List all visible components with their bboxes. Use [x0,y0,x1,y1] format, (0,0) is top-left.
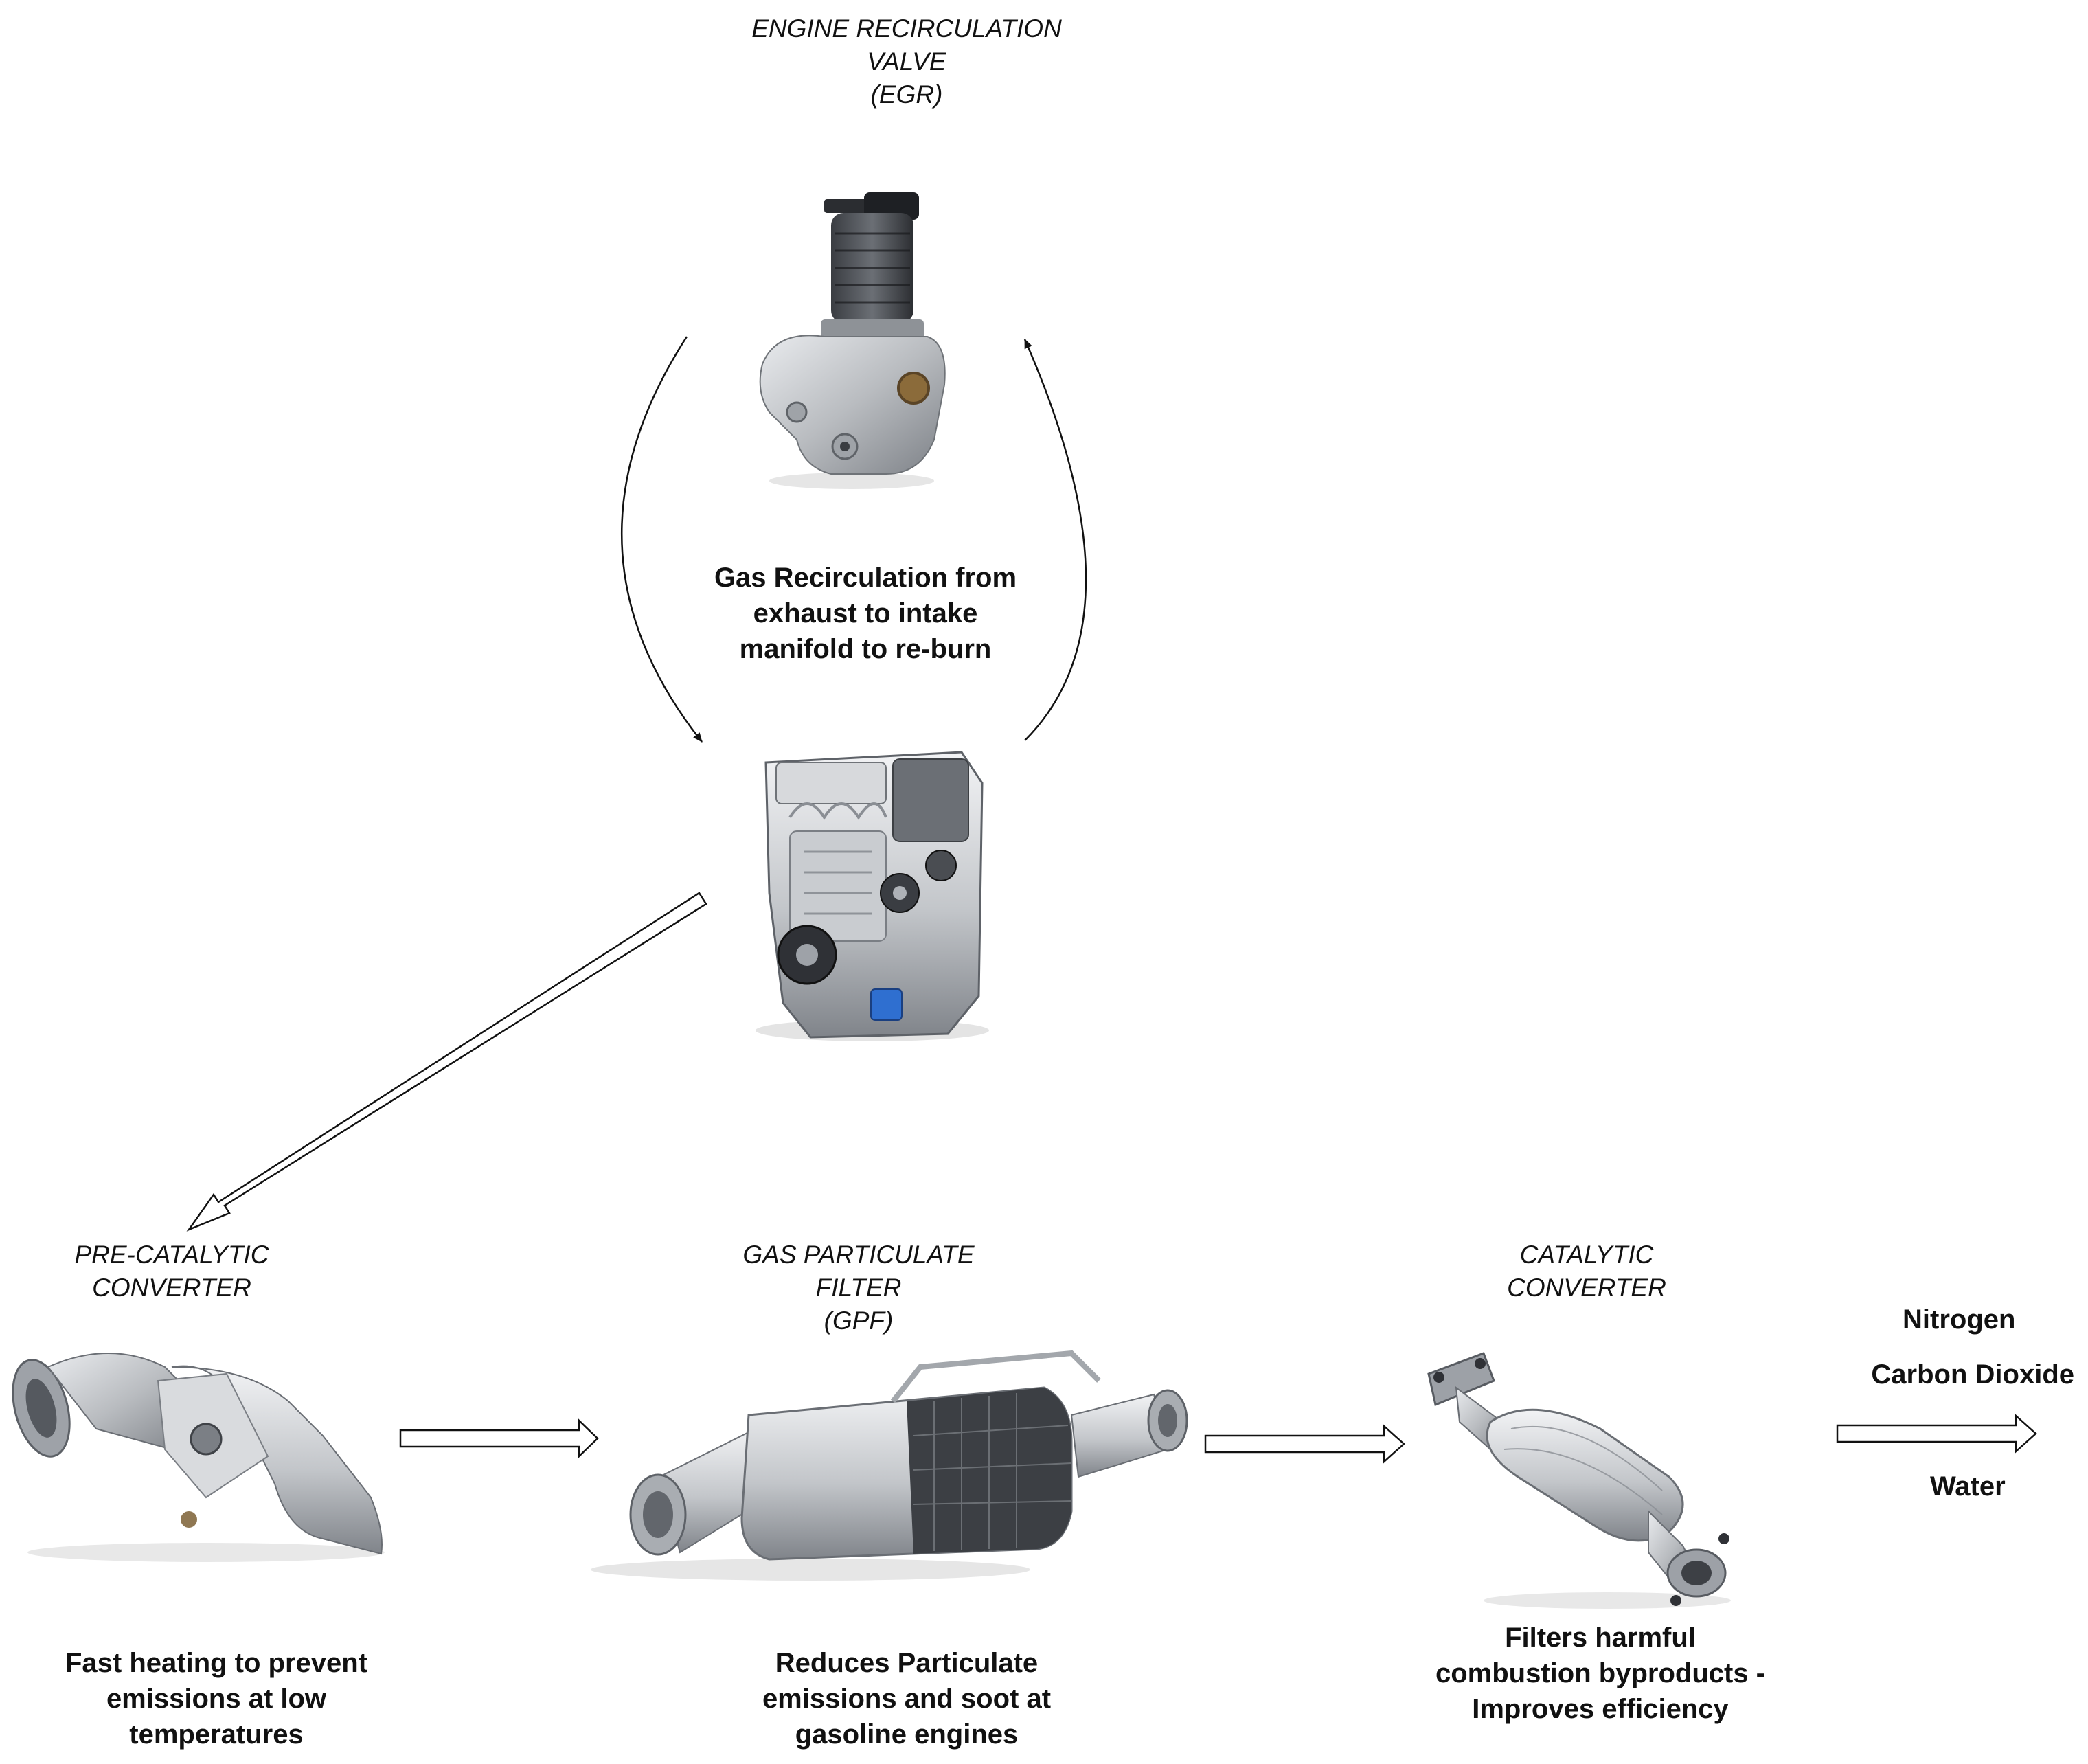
gpf-title-line: FILTER [815,1274,902,1302]
cat-to-outputs-arrow [1836,1414,2037,1454]
cat-title: CATALYTIC CONVERTER [1449,1239,1724,1304]
egr-description-line: exhaust to intake [753,598,978,629]
pre-catalytic-converter-icon [12,1353,385,1562]
cat-title-line: CONVERTER [1507,1274,1666,1302]
pre-cat-description-line: emissions at low [106,1684,327,1714]
output-water: Water [1930,1471,2006,1502]
gpf-to-cat-arrow [1204,1424,1405,1464]
cat-description: Filters harmful combustion byproducts - … [1387,1620,1813,1727]
pre-cat-description-line: temperatures [129,1719,304,1750]
cat-title-line: CATALYTIC [1519,1241,1654,1269]
gpf-title-line: GAS PARTICULATE [742,1241,975,1269]
egr-title: ENGINE RECIRCULATION VALVE (EGR) [701,12,1113,111]
pre-cat-to-gpf-arrow [399,1418,599,1458]
cat-description-line: Improves efficiency [1472,1694,1729,1724]
recirculation-arrow-right [1023,339,1087,741]
egr-description: Gas Recirculation from exhaust to intake… [659,560,1071,667]
catalytic-converter-icon [1427,1352,1731,1609]
gpf-title: GAS PARTICULATE FILTER (GPF) [687,1239,1030,1337]
egr-title-line: (EGR) [870,80,943,109]
cat-description-line: Filters harmful [1505,1622,1696,1653]
pre-cat-title-line: CONVERTER [92,1274,251,1302]
gas-particulate-filter-icon [591,1350,1188,1581]
engine-icon [756,751,989,1041]
gpf-description-line: emissions and soot at [762,1684,1052,1714]
egr-valve-icon [759,192,946,489]
egr-description-line: manifold to re-burn [739,634,992,664]
gpf-title-line: (GPF) [824,1307,894,1335]
gpf-description-line: Reduces Particulate [775,1648,1039,1678]
egr-title-line: ENGINE RECIRCULATION [751,14,1062,43]
egr-title-line: VALVE [867,47,946,76]
output-carbon-dioxide: Carbon Dioxide [1871,1359,2074,1390]
egr-description-line: Gas Recirculation from [714,563,1017,593]
output-nitrogen: Nitrogen [1903,1304,2016,1335]
pre-cat-title: PRE-CATALYTIC CONVERTER [34,1239,309,1304]
pre-cat-description-line: Fast heating to prevent [65,1648,368,1678]
gpf-description-line: gasoline engines [795,1719,1019,1750]
pre-cat-description: Fast heating to prevent emissions at low… [14,1645,419,1752]
gpf-description: Reduces Particulate emissions and soot a… [707,1645,1106,1752]
pre-cat-title-line: PRE-CATALYTIC [74,1241,269,1269]
cat-description-line: combustion byproducts - [1436,1658,1765,1688]
engine-to-pre-cat-arrow [186,892,707,1232]
recirculation-arrow-left [620,336,703,743]
